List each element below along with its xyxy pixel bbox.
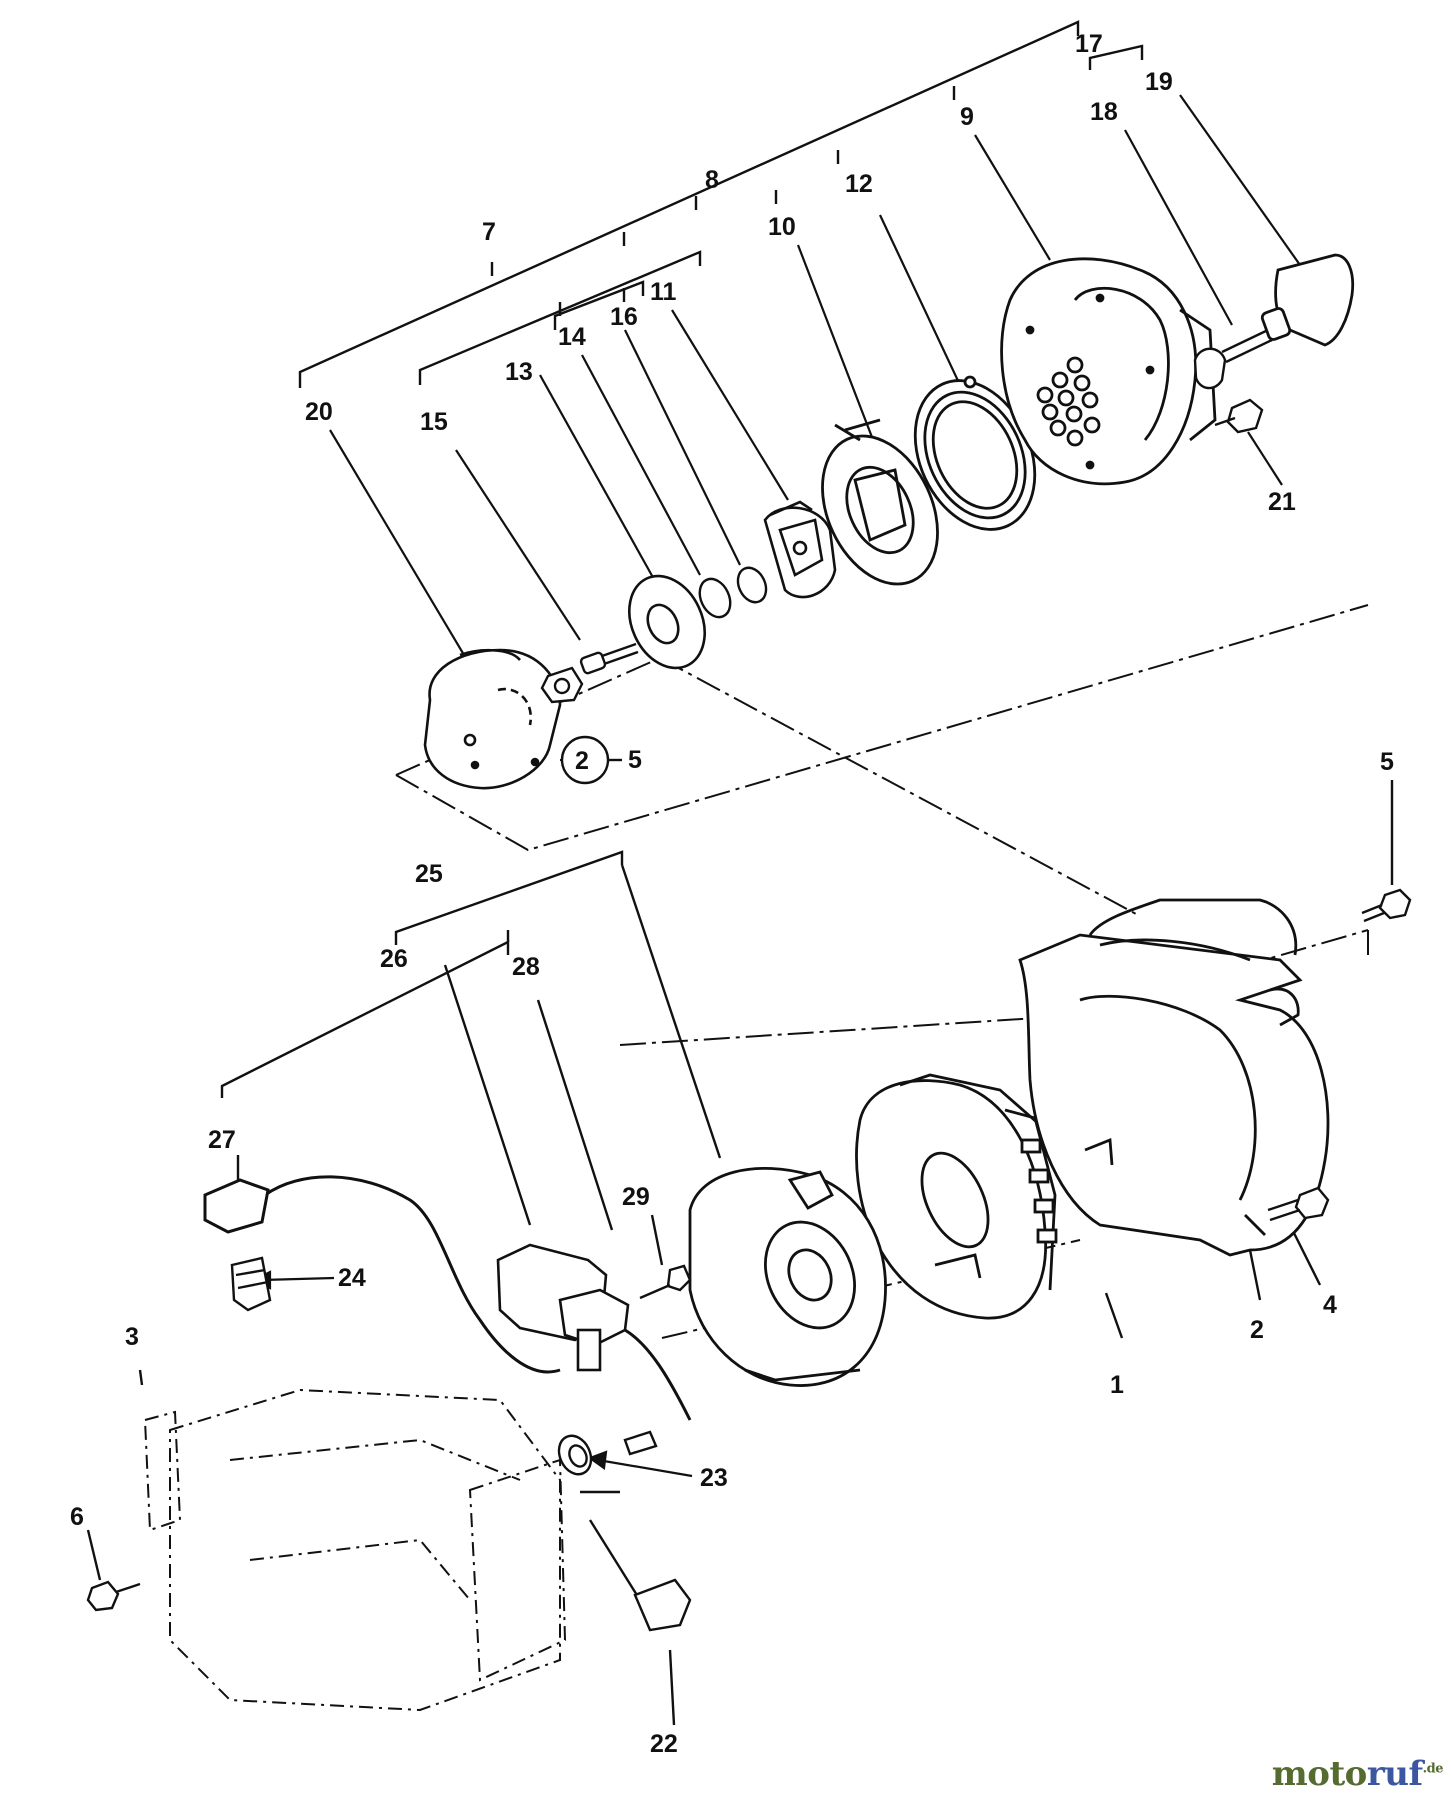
- callout-27: 27: [208, 1126, 236, 1154]
- callout-numbers: 17 19 18 9 8 12 10 7 11 16 14 13 20 15 2…: [70, 30, 1394, 1758]
- circled-callout-2: 2: [560, 735, 622, 785]
- callout-7: 7: [482, 218, 496, 246]
- callout-4: 4: [1323, 1291, 1337, 1319]
- callout-18: 18: [1090, 98, 1118, 126]
- watermark-part1: moto: [1271, 1754, 1368, 1794]
- part-20-starter-cup: [423, 648, 562, 790]
- callout-2-circled: 2: [575, 747, 589, 775]
- part-16-spring: [736, 566, 768, 604]
- callout-17: 17: [1075, 30, 1103, 58]
- callout-20: 20: [305, 398, 333, 426]
- callout-11: 11: [650, 278, 677, 306]
- watermark-part2: ruf: [1366, 1754, 1423, 1794]
- upper-bracket-lines: [298, 20, 1144, 388]
- part-13-plate: [628, 574, 706, 670]
- callout-28: 28: [512, 953, 540, 981]
- callout-25: 25: [415, 860, 443, 888]
- part-11-ratchet: [763, 500, 837, 599]
- callout-3: 3: [125, 1323, 139, 1351]
- callout-9: 9: [960, 103, 974, 131]
- watermark-logo: motoruf.de: [1271, 1754, 1444, 1794]
- part-5-bolt-top: [1361, 888, 1412, 923]
- callout-16: 16: [610, 303, 638, 331]
- callout-15: 15: [420, 408, 448, 436]
- callout-5-top: 5: [1380, 748, 1394, 776]
- part-4-bolt: [1267, 1186, 1330, 1222]
- callout-14: 14: [558, 323, 586, 351]
- part-28-ignition-module: [496, 1243, 630, 1372]
- part-19-handle: [1260, 253, 1355, 347]
- callout-24: 24: [338, 1264, 366, 1292]
- callout-5-circle-label: 5: [628, 746, 642, 774]
- part-14-washer: [698, 577, 732, 619]
- part-21-bolt: [1214, 398, 1264, 434]
- callout-21: 21: [1268, 488, 1296, 516]
- callout-22: 22: [650, 1730, 678, 1758]
- part-24-spark-plug: [230, 1256, 272, 1312]
- part-6-bolt: [86, 1580, 141, 1612]
- callout-13: 13: [505, 358, 533, 386]
- callout-2: 2: [1250, 1316, 1264, 1344]
- callout-8: 8: [705, 166, 719, 194]
- callout-23: 23: [700, 1464, 728, 1492]
- part-29-screw: [639, 1264, 692, 1300]
- callout-10: 10: [768, 213, 796, 241]
- part-18-rope-guide: [1193, 328, 1273, 390]
- callout-12: 12: [845, 170, 873, 198]
- part-10-pulley: [821, 418, 939, 586]
- callout-6: 6: [70, 1503, 84, 1531]
- callout-19: 19: [1145, 68, 1173, 96]
- leader-lines: [329, 94, 1301, 666]
- callout-26: 26: [380, 945, 408, 973]
- part-25-flywheel: [688, 1167, 887, 1387]
- part-15-screw: [579, 642, 639, 675]
- lower-bracket-lines: [86, 780, 1394, 1726]
- part-23-grommet: [557, 1430, 658, 1476]
- part-9-starter-housing: [1000, 257, 1217, 486]
- part-22-stop-switch: [588, 1519, 692, 1632]
- part-1-fan-housing: [855, 1073, 1058, 1320]
- callout-29: 29: [622, 1183, 650, 1211]
- part-27-spark-plug-wire: [203, 1175, 692, 1421]
- part-2-blower-housing: [1018, 898, 1330, 1257]
- part-2-nut: [540, 666, 584, 704]
- watermark-suffix: .de: [1422, 1761, 1444, 1777]
- part-3-engine-block: [143, 1388, 567, 1712]
- callout-1: 1: [1110, 1371, 1124, 1399]
